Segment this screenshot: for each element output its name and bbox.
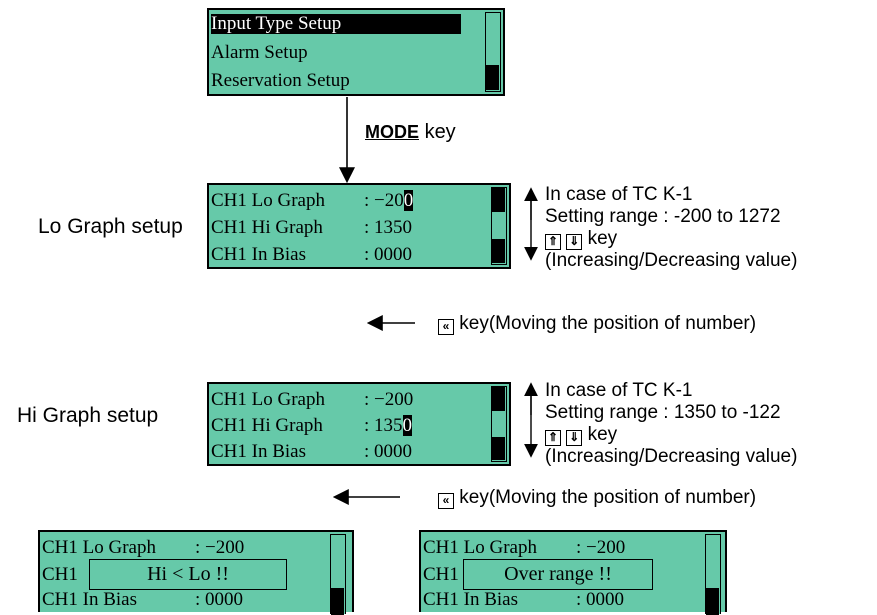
popup-over-range: Over range !!	[463, 559, 653, 590]
lo-lcd-screen: CH1 Lo Graph : −200 CH1 Hi Graph : 1350 …	[207, 183, 511, 269]
double-up-arrow-key-icon: ⇑	[545, 234, 561, 250]
lo-scrollbar-thumb-bottom	[492, 239, 505, 263]
hi-note-keys: ⇑ ⇓ key	[545, 424, 797, 446]
lo-row-in-bias-value: : 0000	[364, 244, 413, 265]
hi-scrollbar	[491, 386, 507, 462]
shift-note-2: « key(Moving the position of number)	[438, 487, 756, 509]
lo-note-range: Setting range : -200 to 1272	[545, 206, 781, 227]
lo-step-label: Lo Graph setup	[38, 215, 183, 238]
err-right-scrollbar	[705, 534, 721, 615]
hi-scrollbar-thumb-bottom	[492, 437, 505, 460]
err-left-scrollbar-thumb	[331, 588, 344, 615]
mode-key-text: key	[424, 121, 456, 143]
shift-note-1: « key(Moving the position of number)	[438, 313, 756, 335]
err-left-row1-value: : −200	[195, 537, 245, 558]
lo-row-in-bias-label: CH1 In Bias	[211, 244, 306, 265]
hi-row-lo-graph-value: : −200	[364, 389, 414, 410]
shift-note-2-text: key(Moving the position of number)	[459, 487, 757, 508]
menu-lcd-screen: Input Type Setup Alarm Setup Reservation…	[207, 8, 505, 96]
double-down-arrow-key-icon: ⇓	[566, 234, 583, 250]
hi-row-lo-graph-label: CH1 Lo Graph	[211, 389, 325, 410]
lo-row-hi-graph-label: CH1 Hi Graph	[211, 217, 323, 238]
menu-item-alarm: Alarm Setup	[211, 42, 308, 63]
hi-graph-value-text: : 135	[364, 415, 403, 436]
edit-cursor: 0	[403, 190, 414, 211]
lo-row-lo-graph-value: : −200	[364, 190, 414, 211]
hi-note-range: Setting range : 1350 to -122	[545, 402, 781, 423]
lo-note-case: In case of TC K-1	[545, 184, 693, 205]
menu-scrollbar	[485, 12, 501, 92]
lo-row-lo-graph-label: CH1 Lo Graph	[211, 190, 325, 211]
menu-item-reservation: Reservation Setup	[211, 70, 350, 91]
double-left-arrow-key-icon: «	[438, 493, 454, 509]
hi-step-label: Hi Graph setup	[17, 404, 159, 427]
edit-cursor: 0	[402, 415, 413, 436]
error-lcd-over-range: CH1 Lo Graph : −200 CH1 CH1 In Bias : 00…	[419, 530, 727, 615]
popup-hi-lt-lo: Hi < Lo !!	[89, 559, 287, 590]
lo-graph-value-text: : −20	[364, 190, 404, 211]
lo-note: In case of TC K-1 Setting range : -200 t…	[545, 184, 797, 272]
hi-row-hi-graph-value: : 1350	[364, 415, 413, 436]
err-left-row3-value: : 0000	[195, 589, 244, 610]
hi-row-in-bias-value: : 0000	[364, 441, 413, 462]
err-right-row1-label: CH1 Lo Graph	[423, 537, 537, 558]
hi-row-hi-graph-label: CH1 Hi Graph	[211, 415, 323, 436]
error-lcd-hi-lt-lo: CH1 Lo Graph : −200 CH1 CH1 In Bias : 00…	[38, 530, 354, 615]
shift-note-1-text: key(Moving the position of number)	[459, 313, 757, 334]
err-left-row2-label: CH1	[42, 564, 78, 585]
double-up-arrow-key-icon: ⇑	[545, 430, 561, 446]
err-left-row3-label: CH1 In Bias	[42, 589, 137, 610]
double-down-arrow-key-icon: ⇓	[566, 430, 583, 446]
menu-item-input-type: Input Type Setup	[211, 14, 461, 34]
menu-scrollbar-thumb	[486, 65, 499, 90]
lo-note-keys: ⇑ ⇓ key	[545, 228, 797, 250]
err-right-row3-value: : 0000	[576, 589, 625, 610]
err-right-scrollbar-thumb	[706, 588, 719, 615]
lo-scrollbar-thumb-top	[492, 188, 505, 212]
lo-note-keys-text: key	[587, 228, 618, 249]
err-right-row2-label: CH1	[423, 564, 459, 585]
lo-scrollbar	[491, 187, 507, 265]
err-left-scrollbar	[330, 534, 346, 615]
hi-scrollbar-thumb-top	[492, 387, 505, 411]
hi-note: In case of TC K-1 Setting range : 1350 t…	[545, 380, 797, 468]
err-right-row1-value: : −200	[576, 537, 626, 558]
mode-key-caption: MODE key	[365, 121, 456, 143]
mode-key-icon: MODE	[365, 122, 419, 142]
hi-note-increase: (Increasing/Decreasing value)	[545, 446, 798, 467]
lo-note-increase: (Increasing/Decreasing value)	[545, 250, 798, 271]
err-right-row3-label: CH1 In Bias	[423, 589, 518, 610]
err-left-row1-label: CH1 Lo Graph	[42, 537, 156, 558]
lo-row-hi-graph-value: : 1350	[364, 217, 413, 238]
hi-lcd-screen: CH1 Lo Graph : −200 CH1 Hi Graph : 1350 …	[207, 382, 511, 466]
hi-note-keys-text: key	[587, 424, 618, 445]
hi-row-in-bias-label: CH1 In Bias	[211, 441, 306, 462]
hi-note-case: In case of TC K-1	[545, 380, 693, 401]
double-left-arrow-key-icon: «	[438, 319, 454, 335]
